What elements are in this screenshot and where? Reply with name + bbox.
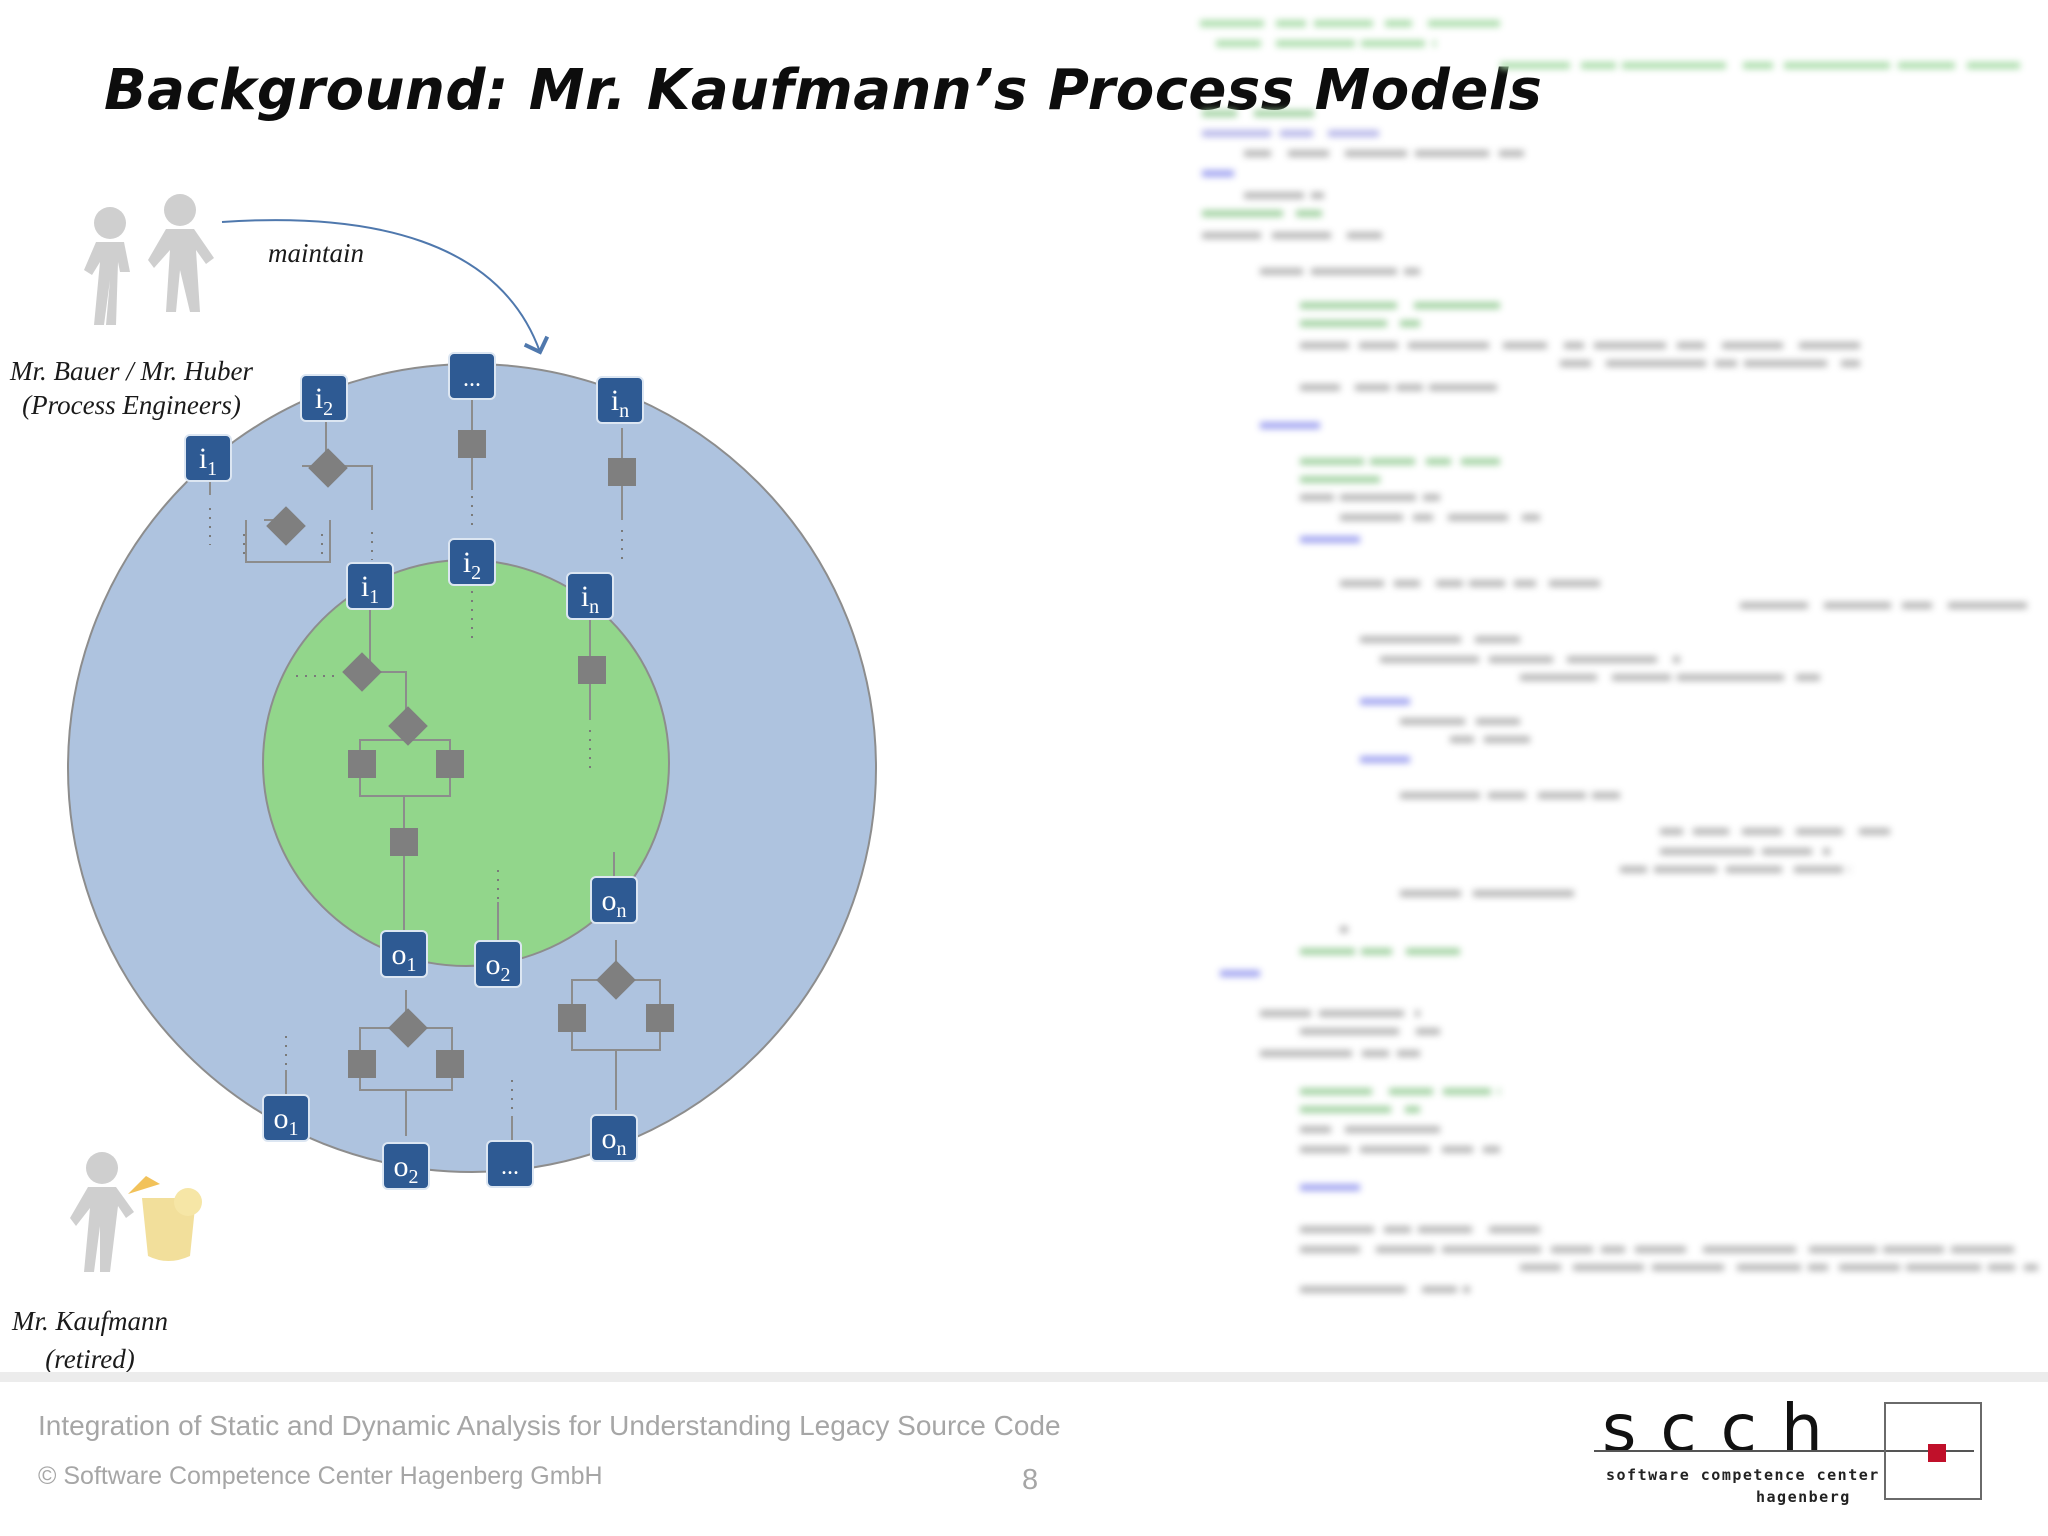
process-model-diagram: i1 i2... in o1 o2... on i1 i2 in o1 o2 on xyxy=(67,194,877,1272)
io-node-outer-o1: o1 xyxy=(262,1094,310,1142)
io-node-label: i2 xyxy=(463,546,481,584)
task-squares xyxy=(348,430,674,1078)
gateway-diamond xyxy=(308,448,348,488)
io-node-label: o1 xyxy=(274,1102,299,1140)
io-node-outer-i1: i1 xyxy=(184,434,232,482)
io-node-outer-top-ellipsis: ... xyxy=(448,352,496,400)
maintain-arrow xyxy=(221,219,550,355)
blurred-source-code xyxy=(1200,20,2038,1293)
gateway-diamond xyxy=(266,506,306,546)
io-node-outer-bottom-ellipsis: ... xyxy=(486,1140,534,1188)
dotted-continuations xyxy=(209,496,623,1112)
io-node-outer-in: in xyxy=(596,376,644,424)
io-node-label: on xyxy=(602,884,627,922)
io-node-label: in xyxy=(581,580,599,618)
io-node-label: o2 xyxy=(486,948,511,986)
scch-logo: scch software competence center hagenber… xyxy=(1588,1390,1988,1506)
engineers-name: Mr. Bauer / Mr. Huber xyxy=(10,356,253,386)
logo-frame xyxy=(1884,1402,1982,1500)
footer-subject: Integration of Static and Dynamic Analys… xyxy=(38,1410,1061,1441)
logo-red-square xyxy=(1928,1444,1946,1462)
engineers-role: (Process Engineers) xyxy=(22,390,241,420)
maintain-label: maintain xyxy=(268,238,365,268)
io-node-inner-on: on xyxy=(590,876,638,924)
io-node-outer-o2: o2 xyxy=(382,1142,430,1190)
io-node-inner-o1: o1 xyxy=(380,930,428,978)
footer-divider xyxy=(0,1372,2048,1382)
task-square xyxy=(348,750,376,778)
io-node-inner-i2: i2 xyxy=(448,538,496,586)
io-node-inner-in: in xyxy=(566,572,614,620)
kaufmann-label: Mr. Kaufmann (retired) xyxy=(12,1302,168,1378)
io-node-label: i1 xyxy=(199,442,217,480)
gateway-diamond xyxy=(342,652,382,692)
io-nodes: i1 i2... in o1 o2... on i1 i2 in o1 o2 on xyxy=(184,352,644,1190)
io-node-label: in xyxy=(611,384,629,422)
task-square xyxy=(608,458,636,486)
task-square xyxy=(578,656,606,684)
inner-connectors xyxy=(356,608,615,942)
logo-subtitle-line1: software competence center xyxy=(1606,1466,1880,1484)
task-square xyxy=(558,1004,586,1032)
gateway-diamonds xyxy=(266,448,636,1048)
retired-person-icon xyxy=(70,1152,134,1272)
footer-copyright: © Software Competence Center Hagenberg G… xyxy=(38,1462,603,1490)
kaufmann-name: Mr. Kaufmann xyxy=(12,1306,169,1336)
gateway-diamond xyxy=(388,706,428,746)
io-node-label: o1 xyxy=(392,938,417,976)
io-node-label: o2 xyxy=(394,1150,419,1188)
io-node-label: i1 xyxy=(361,570,379,608)
task-square xyxy=(646,1004,674,1032)
kaufmann-status: (retired) xyxy=(45,1344,135,1374)
gateway-diamond xyxy=(596,960,636,1000)
task-square xyxy=(436,750,464,778)
logo-letters: scch xyxy=(1602,1390,1847,1467)
logo-underline xyxy=(1594,1450,1974,1452)
engineers-label: Mr. Bauer / Mr. Huber (Process Engineers… xyxy=(10,354,253,422)
process-engineers-icon xyxy=(84,194,214,325)
cocktail-glass-icon xyxy=(128,1176,202,1261)
io-node-label: ... xyxy=(501,1154,519,1180)
task-square xyxy=(348,1050,376,1078)
io-node-label: i2 xyxy=(315,382,333,420)
io-node-label: ... xyxy=(463,366,481,392)
task-square xyxy=(390,828,418,856)
page-number: 8 xyxy=(1022,1464,1039,1496)
logo-subtitle-line2: hagenberg xyxy=(1756,1488,1851,1506)
io-node-inner-i1: i1 xyxy=(346,562,394,610)
task-square xyxy=(458,430,486,458)
task-square xyxy=(436,1050,464,1078)
io-node-outer-on: on xyxy=(590,1114,638,1162)
io-node-label: on xyxy=(602,1122,627,1160)
io-node-outer-i2: i2 xyxy=(300,374,348,422)
io-node-inner-o2: o2 xyxy=(474,940,522,988)
